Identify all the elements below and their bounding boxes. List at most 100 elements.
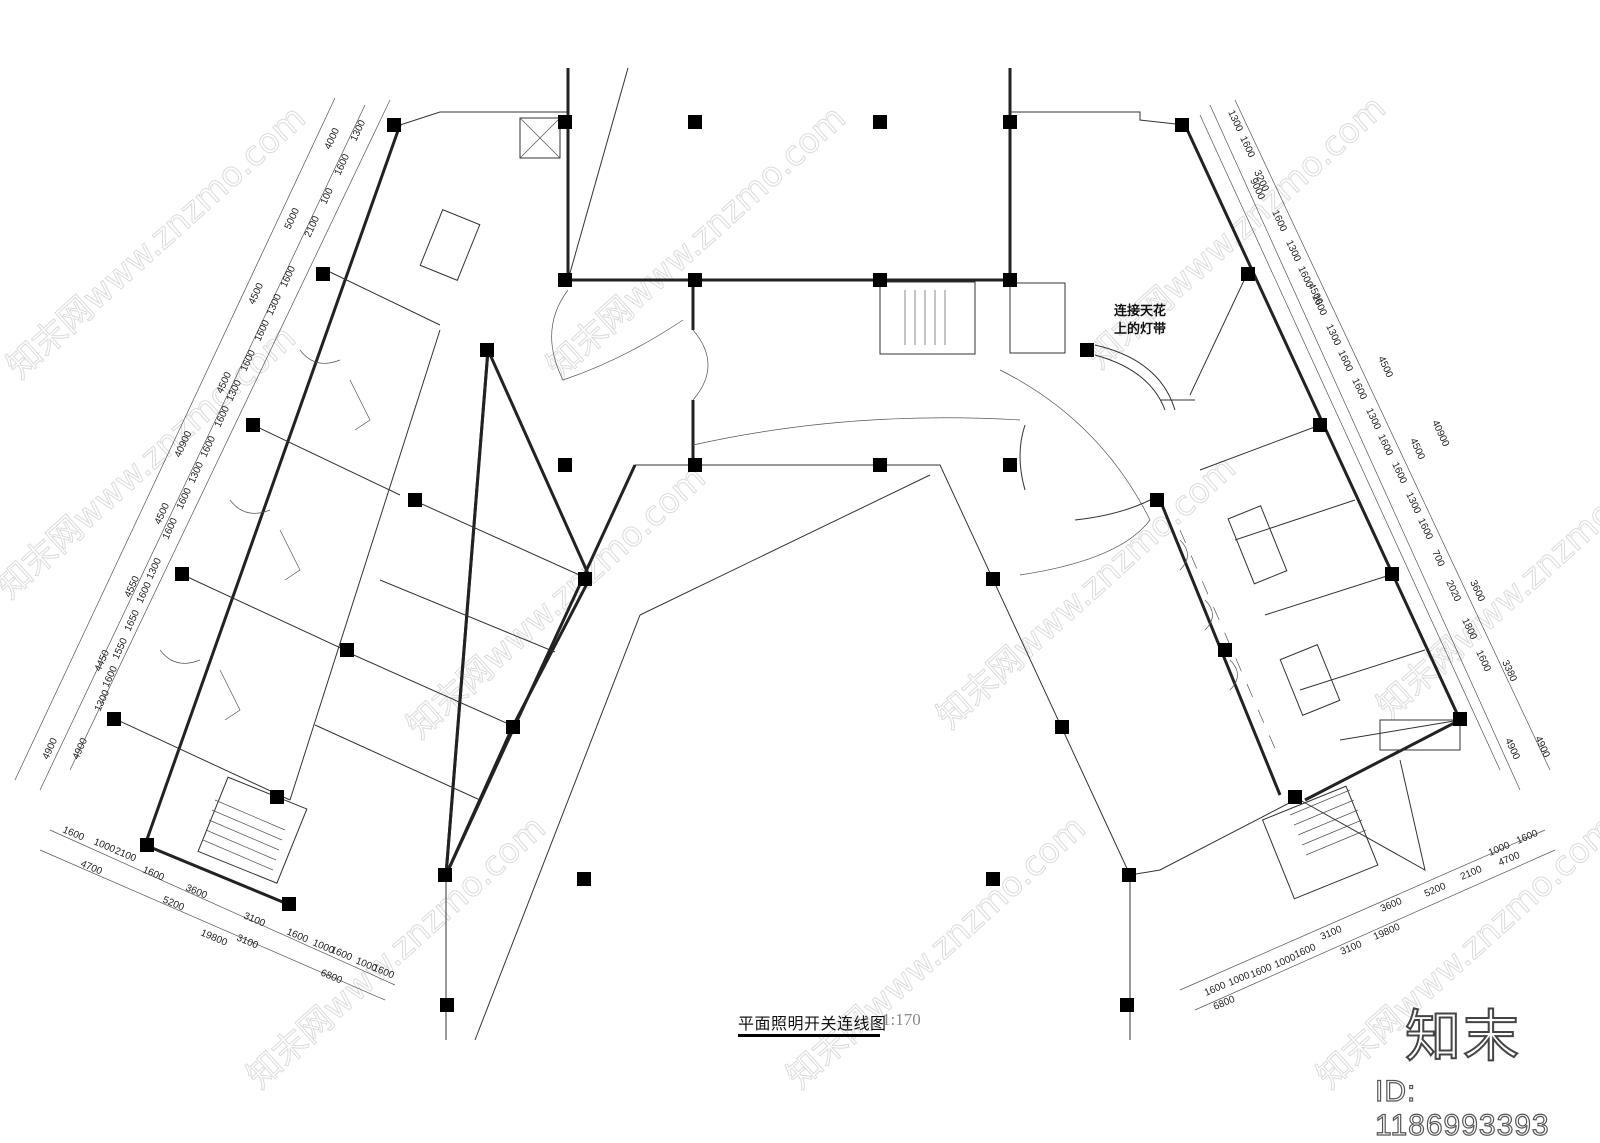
watermark-text: 知末网www.znzmo.com (539, 98, 853, 387)
dimension-label: 3600 (184, 883, 209, 902)
dimension-label: 1600 (1473, 649, 1493, 674)
column (688, 115, 702, 129)
dimension-label: 1600 (1335, 349, 1355, 374)
drawing-title: 平面照明开关连线图 (738, 1014, 887, 1033)
column (873, 458, 887, 472)
dimension-label: 1600 (1309, 293, 1329, 318)
column (688, 273, 702, 287)
column (558, 273, 572, 287)
column (408, 493, 422, 507)
dimension-label: 1300 (1323, 323, 1343, 348)
column (578, 572, 592, 586)
dimension-label: 1600 (285, 927, 310, 946)
column (1175, 118, 1189, 132)
column (688, 458, 702, 472)
right-wing (1010, 111, 1462, 900)
dimension-label: 5000 (283, 206, 303, 231)
dimension-label: 1600 (141, 865, 166, 884)
dimension-label: 1600 (1515, 828, 1540, 847)
column (986, 872, 1000, 886)
dimension-label: 1300 (1283, 239, 1303, 264)
column (140, 838, 154, 852)
dimension-label: 1600 (1293, 942, 1318, 961)
dimension-label: 4500 (1375, 355, 1395, 380)
dimension-label: 3100 (242, 911, 267, 930)
annotation-line-2: 上的灯带 (1114, 322, 1167, 337)
column (986, 572, 1000, 586)
center-block (444, 67, 1176, 1041)
dimension-label: 1650 (123, 608, 143, 633)
lighting-annotation: 连接天花 上的灯带 (1114, 303, 1184, 339)
column (1150, 493, 1164, 507)
column (1313, 418, 1327, 432)
dimension-label: 1600 (279, 264, 299, 289)
dimension-label: 6800 (1212, 994, 1237, 1013)
dimension-label: 2100 (1459, 864, 1484, 883)
dimension-label: 4900 (41, 736, 61, 761)
dimension-total: 40900 (1429, 419, 1451, 449)
column (577, 872, 591, 886)
brand-logo: 知末 (1404, 1004, 1521, 1071)
dimension-label: 1300 (93, 688, 113, 713)
dimension-label: 5200 (161, 895, 186, 914)
dimension-label: 1300 (187, 460, 207, 485)
dimension-label: 4500 (247, 281, 267, 306)
dimension-label: 1600 (1249, 962, 1274, 981)
dimension-label: 19800 (199, 928, 229, 949)
dimension-label: 2020 (1443, 579, 1463, 604)
dimension-label: 1600 (1415, 517, 1435, 542)
dimension-label: 1300 (265, 292, 285, 317)
dimension-label: 1300 (1225, 109, 1245, 134)
dimension-label: 1600 (1375, 433, 1395, 458)
column (1122, 868, 1136, 882)
center-stair (879, 281, 976, 355)
dimension-label: 4900 (1532, 735, 1552, 760)
dimension-label: 4000 (323, 126, 343, 151)
column (558, 115, 572, 129)
column (1055, 720, 1069, 734)
dimension-label: 100 (319, 186, 336, 206)
left-stair (197, 776, 308, 884)
column (873, 115, 887, 129)
column (1080, 343, 1094, 357)
title-underline (738, 1034, 880, 1037)
column (282, 897, 296, 911)
column (175, 567, 189, 581)
column (1453, 712, 1467, 726)
column (387, 118, 401, 132)
column (438, 868, 452, 882)
column (1241, 267, 1255, 281)
dimension-label: 1600 (333, 152, 353, 177)
dimension-label: 4900 (71, 736, 91, 761)
dimension-label: 3380 (1499, 659, 1519, 684)
dimension-label: 4500 (1407, 437, 1427, 462)
column (1288, 790, 1302, 804)
column (246, 418, 260, 432)
drawing-scale: 1:170 (882, 1010, 921, 1029)
column (270, 790, 284, 804)
column (107, 712, 121, 726)
structural-columns (107, 115, 1467, 1012)
dimension-label: 1600 (175, 486, 195, 511)
dimension-label: 3100 (1319, 924, 1344, 943)
watermark-text: 知末网www.znzmo.com (779, 808, 1093, 1097)
column (480, 343, 494, 357)
annotation-line-1: 连接天花 (1114, 304, 1167, 319)
column (506, 720, 520, 734)
column (1120, 998, 1134, 1012)
dimension-label: 1300 (145, 556, 165, 581)
dimension-label: 1600 (1389, 461, 1409, 486)
dimension-label: 1550 (111, 636, 131, 661)
watermark-text: 知末网www.znzmo.com (239, 808, 553, 1097)
column (316, 267, 330, 281)
column (1003, 273, 1017, 287)
column (1385, 567, 1399, 581)
dimension-label: 3100 (1339, 939, 1364, 958)
column (1218, 643, 1232, 657)
dimension-label: 1600 (1237, 135, 1257, 160)
dimension-label: 1600 (1203, 980, 1228, 999)
column (1003, 115, 1017, 129)
dimension-label: 3100 (235, 933, 260, 952)
dimension-label: 1300 (349, 118, 369, 143)
